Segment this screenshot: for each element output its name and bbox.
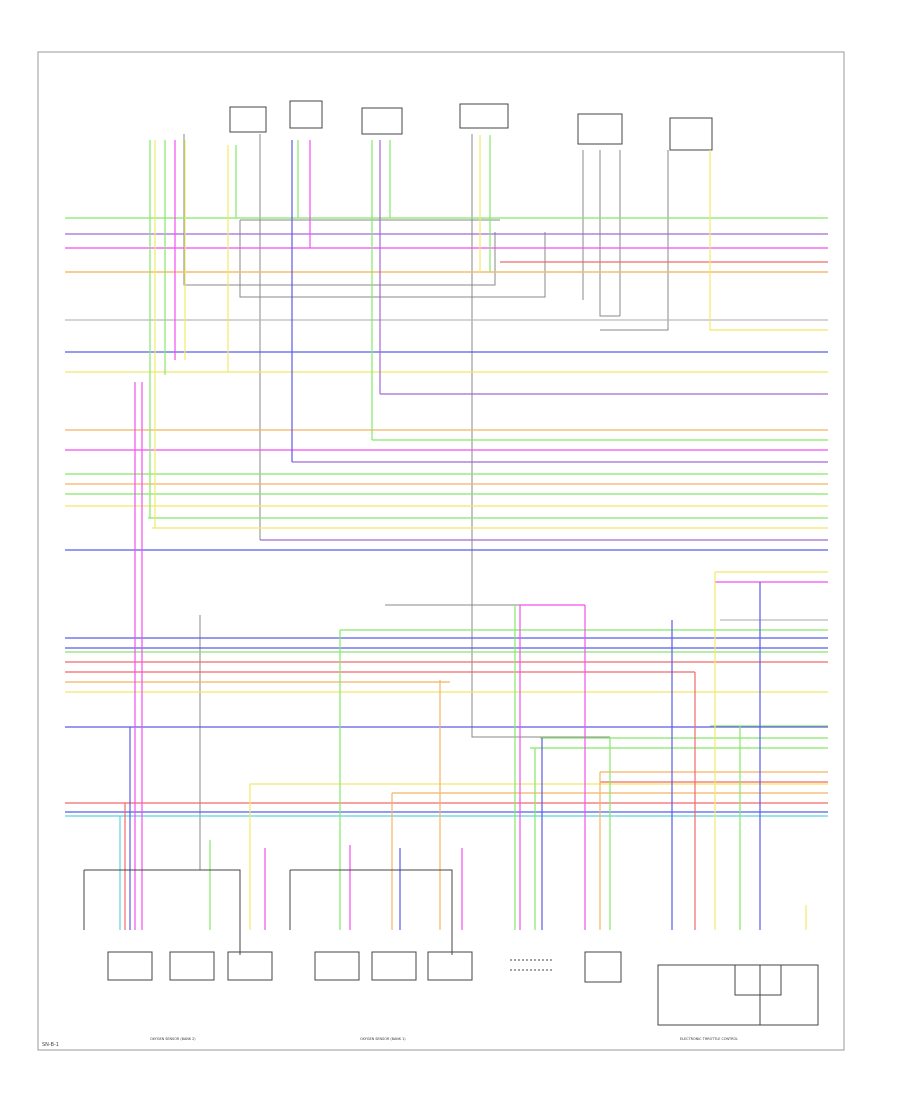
component-box <box>229 106 267 133</box>
sensor-box <box>169 951 215 981</box>
footer-label: SN-B-1 <box>42 1042 59 1048</box>
group-captions: OXYGEN SENSOR (BANK 2) OXYGEN SENSOR (BA… <box>150 1037 738 1041</box>
sensor-box <box>427 951 473 981</box>
diagram-border <box>37 51 845 1051</box>
top-components <box>229 100 713 151</box>
group-label: ELECTRONIC THROTTLE CONTROL <box>680 1037 738 1041</box>
bottom-components <box>107 951 819 1026</box>
group-label: OXYGEN SENSOR (BANK 2) <box>150 1037 196 1041</box>
sensor-box <box>107 951 153 981</box>
throttle-sub-box <box>759 964 819 1026</box>
component-box <box>577 113 623 145</box>
component-box <box>459 103 509 129</box>
group-label: OXYGEN SENSOR (BANK 1) <box>360 1037 406 1041</box>
component-box <box>669 117 713 151</box>
sensor-shield <box>510 959 552 971</box>
wire-runs <box>65 217 828 817</box>
throttle-sub-box <box>734 964 782 996</box>
sensor-box <box>584 951 622 983</box>
bottom-bus <box>83 869 453 955</box>
component-box <box>289 100 323 129</box>
sensor-box <box>371 951 417 981</box>
ground-bus <box>183 134 669 870</box>
sensor-box <box>227 951 273 981</box>
component-box <box>361 107 403 135</box>
vertical-wires <box>119 135 828 930</box>
sensor-box <box>314 951 360 981</box>
